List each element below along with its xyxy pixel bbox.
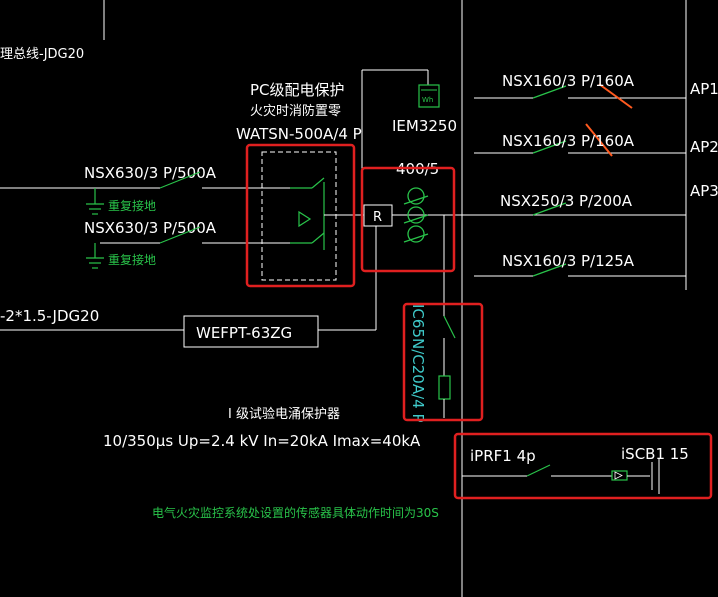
fire-monitoring-note: 电气火灾监控系统处设置的传感器具体动作时间为30S <box>152 505 439 520</box>
incoming-breaker-1-contact <box>159 171 201 189</box>
meter-box <box>418 84 440 108</box>
highlight-boxes <box>245 143 713 500</box>
current-transformer[interactable] <box>403 187 429 243</box>
outgoing-feeder-4[interactable] <box>474 263 686 277</box>
spd-module[interactable] <box>462 458 660 494</box>
spd-fuse-box <box>438 375 451 400</box>
ground-2-label: 重复接地 <box>108 252 156 267</box>
spd-backup-label: iSCB1 15 <box>621 445 689 463</box>
spd-params-label: 10/350µs Up=2.4 kV In=20kA Imax=40kA <box>103 432 421 450</box>
outgoing-circuit-2-label: AP2 <box>690 138 718 156</box>
incoming-breaker-2-label: NSX630/3 P/500A <box>84 219 217 237</box>
meter-symbol: Wh <box>422 96 433 104</box>
highlight-spd-breaker <box>402 302 484 422</box>
energy-meter[interactable]: Wh <box>362 69 440 108</box>
atse-model-label: WATSN-500A/4 P <box>236 125 362 143</box>
control-device-box[interactable] <box>183 315 319 348</box>
atse-symbol <box>290 177 325 250</box>
relay-symbol: R <box>373 210 382 225</box>
outgoing-feeder-3[interactable] <box>532 202 567 216</box>
ground-symbol-1 <box>86 188 104 215</box>
ground-1-label: 重复接地 <box>108 198 156 213</box>
spd-title-label: I 级试验电涌保护器 <box>228 406 340 422</box>
control-device-label: WEFPT-63ZG <box>196 324 292 342</box>
outgoing-feeder-2[interactable] <box>474 123 686 157</box>
ground-symbol-2 <box>86 243 104 269</box>
pc-protect-note-2: 火灾时消防置零 <box>250 103 341 119</box>
spd-breaker-contact <box>443 315 456 339</box>
outgoing-breaker-2-label: NSX160/3 P/160A <box>502 132 635 150</box>
highlight-ct <box>360 166 456 273</box>
highlight-atse <box>245 143 356 288</box>
outgoing-breaker-1-label: NSX160/3 P/160A <box>502 72 635 90</box>
feeder-conduit-label: 理总线-JDG20 <box>0 47 84 62</box>
spd-breaker-label: IC65N/C20A/4 P <box>409 304 427 423</box>
meter-model-label: IEM3250 <box>392 117 457 135</box>
outgoing-circuit-1-label: AP1 <box>690 80 718 98</box>
spd-model-label: iPRF1 4p <box>470 447 536 465</box>
outgoing-breaker-4-label: NSX160/3 P/125A <box>502 252 635 270</box>
outgoing-circuit-3-label: AP3 <box>690 182 718 200</box>
incoming-breaker-2-contact <box>159 226 201 244</box>
outgoing-breaker-3-label: NSX250/3 P/200A <box>500 192 633 210</box>
incoming-breaker-1-label: NSX630/3 P/500A <box>84 164 217 182</box>
highlight-spd-module <box>453 432 713 500</box>
atse-dashed-box <box>261 151 337 281</box>
control-conduit-label: -2*1.5-JDG20 <box>0 307 99 325</box>
pc-protect-note-1: PC级配电保护 <box>250 81 345 99</box>
outgoing-feeder-1[interactable] <box>474 83 686 109</box>
